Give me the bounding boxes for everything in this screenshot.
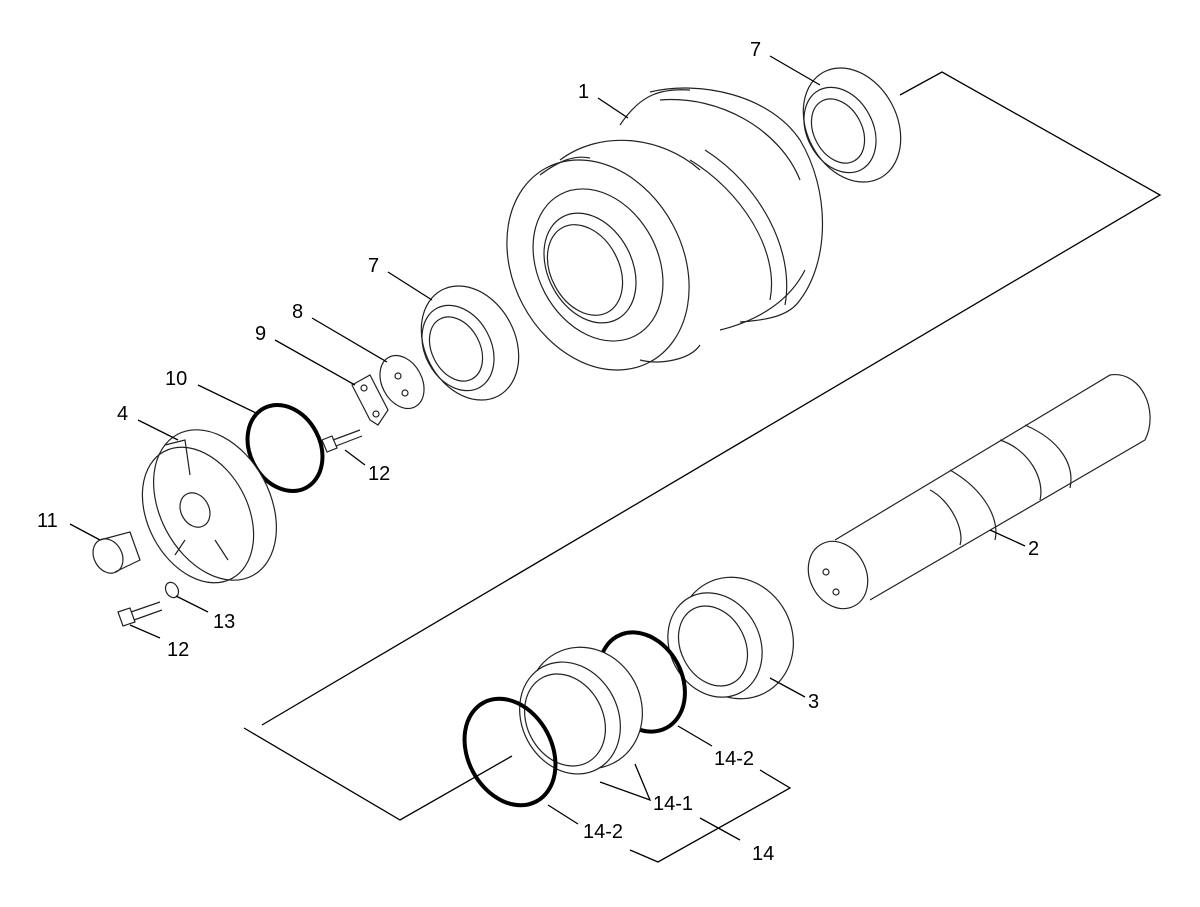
callout-11: 11 [37,510,58,532]
washer [164,581,180,599]
callout-14-1: 14-1 [653,793,693,815]
seal-o-ring-lower [462,696,558,808]
callout-12-lower: 12 [167,639,189,661]
bearing-top [802,67,902,183]
end-cover [141,429,277,584]
callout-12-upper: 12 [368,463,390,485]
assembly-frame [243,71,1162,821]
callout-2: 2 [1028,538,1039,560]
plug [92,531,141,574]
callout-9: 9 [255,323,266,345]
callout-7-top: 7 [750,39,761,61]
bolt-upper [321,429,363,453]
callout-13: 13 [213,611,235,633]
callout-1: 1 [578,81,589,103]
callout-4: 4 [117,403,128,425]
bolt-lower [117,601,163,627]
collar [667,576,794,700]
lock-plate [351,374,389,426]
callout-14: 14 [752,843,774,865]
callout-3: 3 [808,691,819,713]
callout-7-mid: 7 [368,255,379,277]
callout-10: 10 [165,368,187,390]
leader-lines [69,55,1026,863]
shaft [807,374,1151,610]
plate [379,354,425,410]
callout-14-2-lower: 14-2 [583,821,623,843]
callout-14-2-upper: 14-2 [714,748,754,770]
callout-8: 8 [292,301,303,323]
bearing-mid [420,285,520,401]
seal-ring [519,646,643,775]
roller-shell [506,87,824,371]
